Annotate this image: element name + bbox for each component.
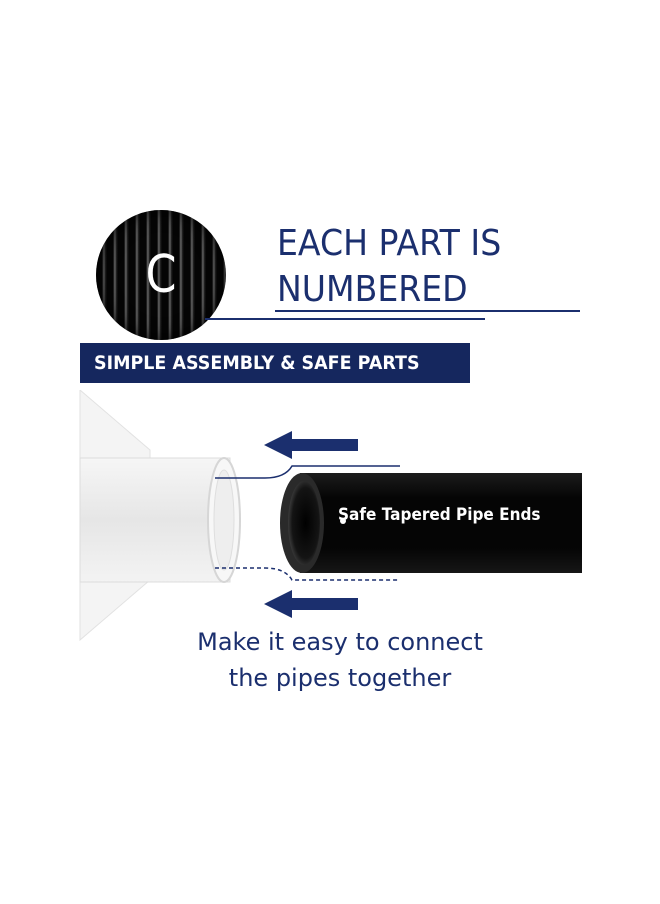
- guide-lines: [215, 465, 400, 581]
- bullet-dot: [340, 518, 346, 524]
- badge-letter: C: [145, 245, 177, 305]
- headline: EACH PART IS NUMBERED: [277, 221, 571, 313]
- banner-text: SIMPLE ASSEMBLY & SAFE PARTS: [94, 352, 420, 374]
- clear-fitting: [79, 390, 241, 642]
- part-letter-badge: C: [96, 210, 226, 340]
- headline-line-1: EACH PART IS: [277, 223, 502, 264]
- pipe-ends-label: Safe Tapered Pipe Ends: [338, 505, 541, 525]
- pipe-connection-diagram: [79, 390, 582, 642]
- caption-line-1: Make it easy to connect: [197, 628, 483, 656]
- caption: Make it easy to connect the pipes togeth…: [170, 624, 510, 696]
- caption-line-2: the pipes together: [228, 664, 452, 692]
- headline-line-2: NUMBERED: [277, 269, 468, 310]
- headline-underline-short: [205, 318, 485, 320]
- section-banner: SIMPLE ASSEMBLY & SAFE PARTS: [80, 343, 470, 383]
- top-arrow-icon: [264, 431, 358, 459]
- black-pipe: [280, 473, 582, 573]
- bottom-arrow-icon: [264, 590, 358, 618]
- headline-underline-long: [275, 310, 580, 312]
